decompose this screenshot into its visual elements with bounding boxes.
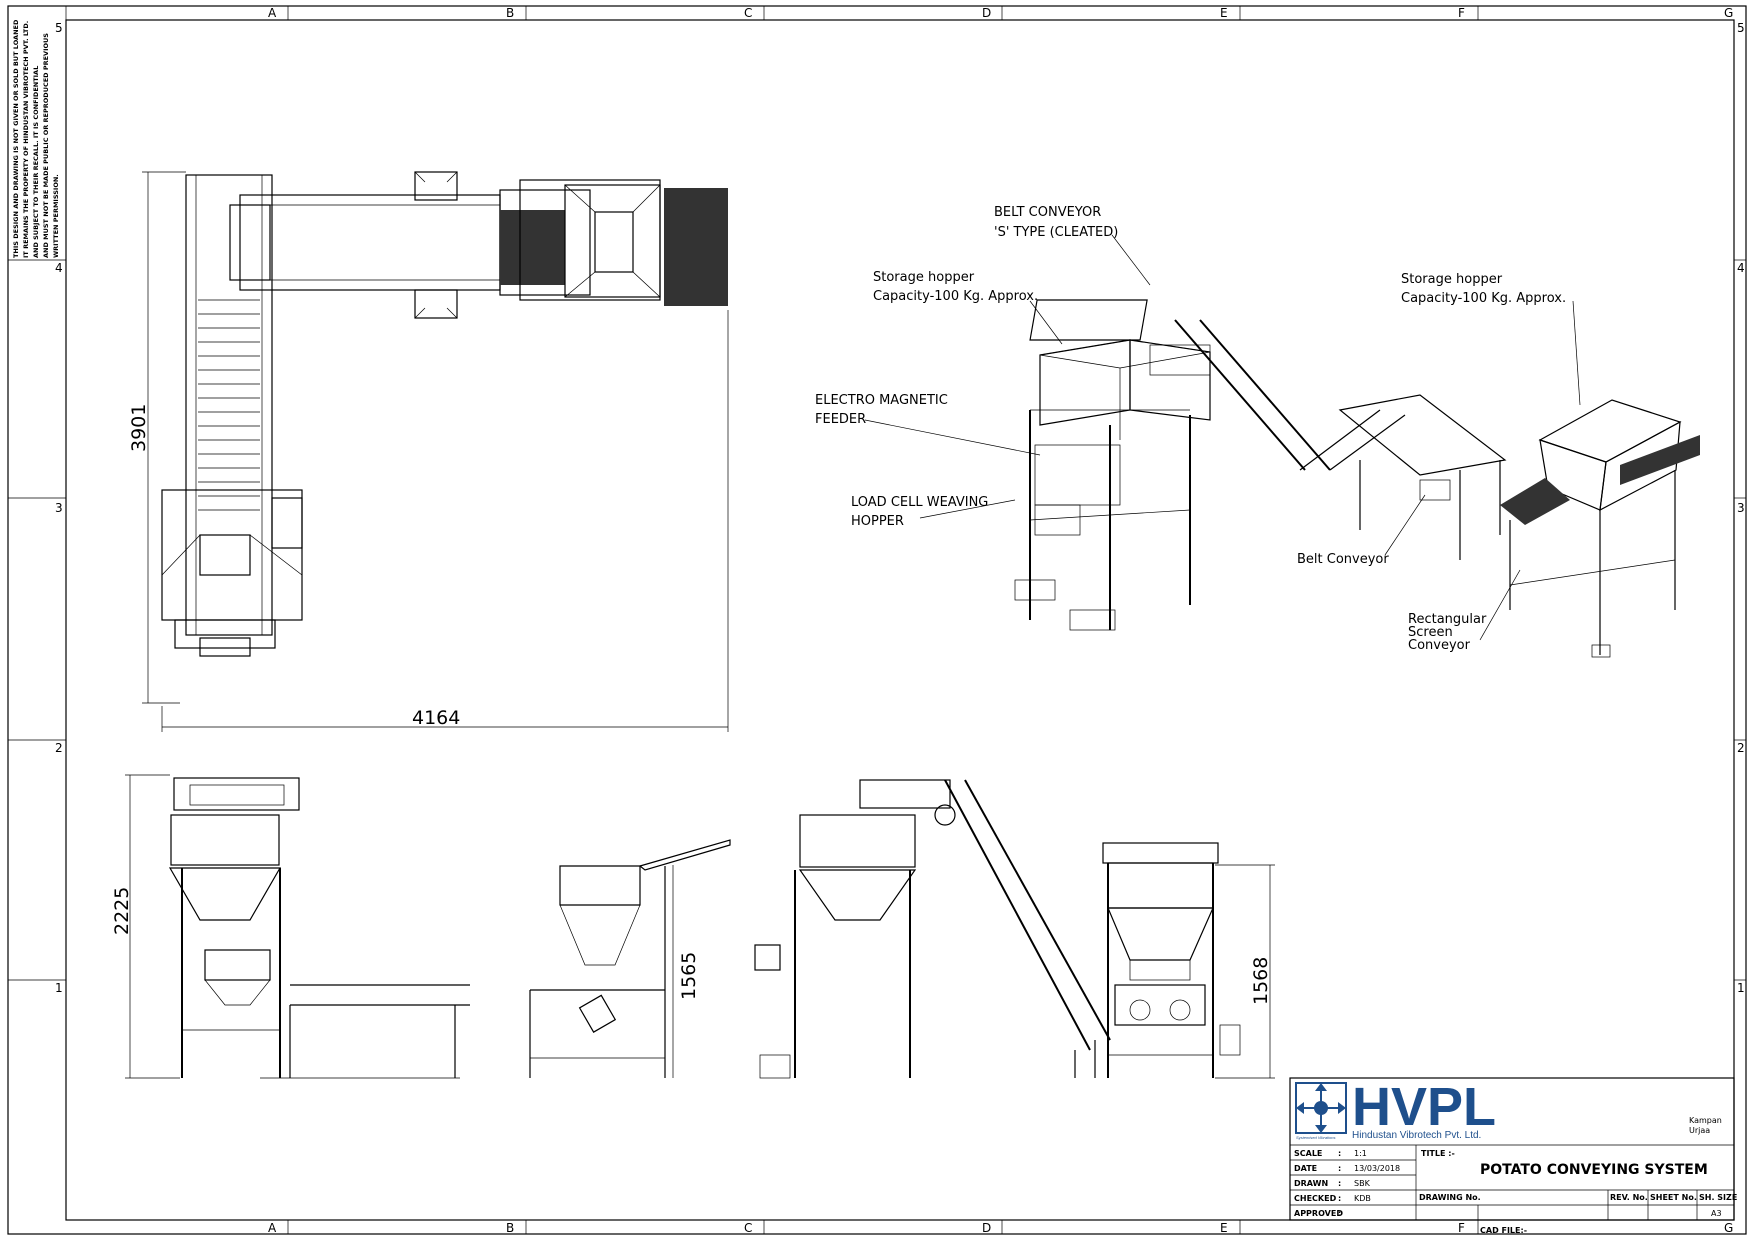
row-label-2-right: 2: [1737, 741, 1745, 755]
row-label-4-right: 4: [1737, 261, 1745, 275]
grid-row-labels: 5 4 3 2 1 5 4 3 2 1: [55, 21, 1745, 995]
sheet-number-label: SHEET No.: [1650, 1193, 1697, 1202]
note-line-4: AND MUST NOT BE MADE PUBLIC OR REPRODUCE…: [42, 33, 50, 258]
row-label-5-right: 5: [1737, 21, 1745, 35]
col-label-d: D: [982, 6, 991, 20]
callout-storage-hopper-right-line-2: Capacity-100 Kg. Approx.: [1401, 291, 1566, 306]
revision-label: REV. No.: [1610, 1193, 1648, 1202]
date-sep: :: [1338, 1164, 1341, 1173]
row-label-5: 5: [55, 21, 63, 35]
col-label-c: C: [744, 6, 752, 20]
sheet-frame: [7, 5, 1747, 1235]
drawn-label: DRAWN: [1294, 1179, 1328, 1188]
callout-rectangular-line-3: Conveyor: [1408, 638, 1471, 653]
side-elevation: [754, 779, 1111, 1079]
col-label-e: E: [1220, 6, 1228, 20]
screen-height-dimension: 1565: [678, 952, 700, 1000]
callout-feeder-line-2: FEEDER: [815, 412, 866, 427]
isometric-view: [1014, 299, 1700, 658]
callout-rectangular-line-1: Rectangular: [1408, 612, 1487, 627]
callout-load-cell-line-1: LOAD CELL WEAVING: [851, 495, 988, 510]
plan-view: 3901 4164: [128, 171, 729, 732]
col-label-f: F: [1458, 6, 1465, 20]
scale-value: 1:1: [1354, 1149, 1367, 1158]
callout-belt-conveyor: Belt Conveyor: [1297, 552, 1389, 567]
callout-belt-conveyor-line-2: 'S' TYPE (CLEATED): [994, 225, 1118, 240]
col-label-e-bottom: E: [1220, 1221, 1228, 1235]
logo-tagline: Systemised Vibrations: [1296, 1135, 1336, 1140]
date-value: 13/03/2018: [1354, 1164, 1400, 1173]
grid-column-labels: A B C D E F G A B C D E F G: [268, 6, 1733, 1235]
col-label-f-bottom: F: [1458, 1221, 1465, 1235]
date-label: DATE: [1294, 1164, 1317, 1173]
row-label-1: 1: [55, 981, 63, 995]
title-label: TITLE :-: [1421, 1149, 1455, 1158]
row-label-1-right: 1: [1737, 981, 1745, 995]
note-line-2: IT REMAINS THE PROPERTY OF HINDUSTAN VIB…: [22, 21, 30, 258]
callout-storage-hopper-right-line-1: Storage hopper: [1401, 272, 1503, 287]
drawn-sep: :: [1338, 1179, 1341, 1188]
col-label-c-bottom: C: [744, 1221, 752, 1235]
scale-sep: :: [1338, 1149, 1341, 1158]
col-label-g-bottom: G: [1724, 1221, 1733, 1235]
col-label-a: A: [268, 6, 277, 20]
drawing-number-label: DRAWING No.: [1419, 1193, 1481, 1202]
row-label-3: 3: [55, 501, 63, 515]
callout-belt-conveyor-line-1: BELT CONVEYOR: [994, 205, 1101, 220]
plan-height-dimension: 3901: [128, 404, 150, 452]
confidentiality-note: THIS DESIGN AND DRAWING IS NOT GIVEN OR …: [12, 19, 60, 258]
checked-label: CHECKED: [1294, 1194, 1337, 1203]
callout-load-cell-line-2: HOPPER: [851, 514, 904, 529]
row-label-2: 2: [55, 741, 63, 755]
col-label-b-bottom: B: [506, 1221, 514, 1235]
callout-storage-hopper-left-line-2: Capacity-100 Kg. Approx.: [873, 289, 1038, 304]
scale-label: SCALE: [1294, 1149, 1322, 1158]
title-block: HVPL Hindustan Vibrotech Pvt. Ltd. Syste…: [1289, 1077, 1737, 1235]
approved-label: APPROVED: [1294, 1209, 1343, 1218]
hvpl-logo-icon: [1295, 1082, 1347, 1134]
sheet-size-label: SH. SIZE: [1699, 1193, 1737, 1202]
callout-rectangular-line-2: Screen: [1408, 625, 1453, 640]
col-label-a-bottom: A: [268, 1221, 277, 1235]
approved-sep: :: [1338, 1209, 1341, 1218]
note-line-5: WRITTEN PERMISSION.: [52, 174, 60, 258]
front-height-dimension: 2225: [111, 887, 133, 935]
row-label-3-right: 3: [1737, 501, 1745, 515]
logo-wordmark: HVPL: [1352, 1077, 1496, 1137]
checked-value: KDB: [1354, 1194, 1371, 1203]
end-height-dimension: 1568: [1250, 957, 1272, 1005]
callout-labels: BELT CONVEYOR 'S' TYPE (CLEATED) Storage…: [815, 205, 1566, 653]
callout-storage-hopper-left-line-1: Storage hopper: [873, 270, 975, 285]
col-label-g: G: [1724, 6, 1733, 20]
sheet-size-value: A3: [1711, 1209, 1722, 1218]
col-label-d-bottom: D: [982, 1221, 991, 1235]
partner-line-2: Urjaa: [1689, 1126, 1710, 1135]
drawing-title: POTATO CONVEYING SYSTEM: [1480, 1162, 1708, 1178]
col-label-b: B: [506, 6, 514, 20]
row-label-4: 4: [55, 261, 63, 275]
partner-line-1: Kampan: [1689, 1116, 1722, 1125]
logo-company-name: Hindustan Vibrotech Pvt. Ltd.: [1352, 1130, 1481, 1141]
cad-file-label: CAD FILE:-: [1480, 1226, 1527, 1235]
note-line-1: THIS DESIGN AND DRAWING IS NOT GIVEN OR …: [12, 19, 20, 258]
drawn-value: SBK: [1354, 1179, 1371, 1188]
callout-leaders: [864, 234, 1581, 641]
callout-feeder-line-1: ELECTRO MAGNETIC: [815, 393, 948, 408]
end-elevation: 1568: [1102, 842, 1275, 1079]
checked-sep: :: [1338, 1194, 1341, 1203]
plan-width-dimension: 4164: [412, 707, 460, 729]
front-elevation: 2225 1565: [111, 774, 731, 1079]
note-line-3: AND SUBJECT TO THEIR RECALL. IT IS CONFI…: [32, 66, 40, 258]
